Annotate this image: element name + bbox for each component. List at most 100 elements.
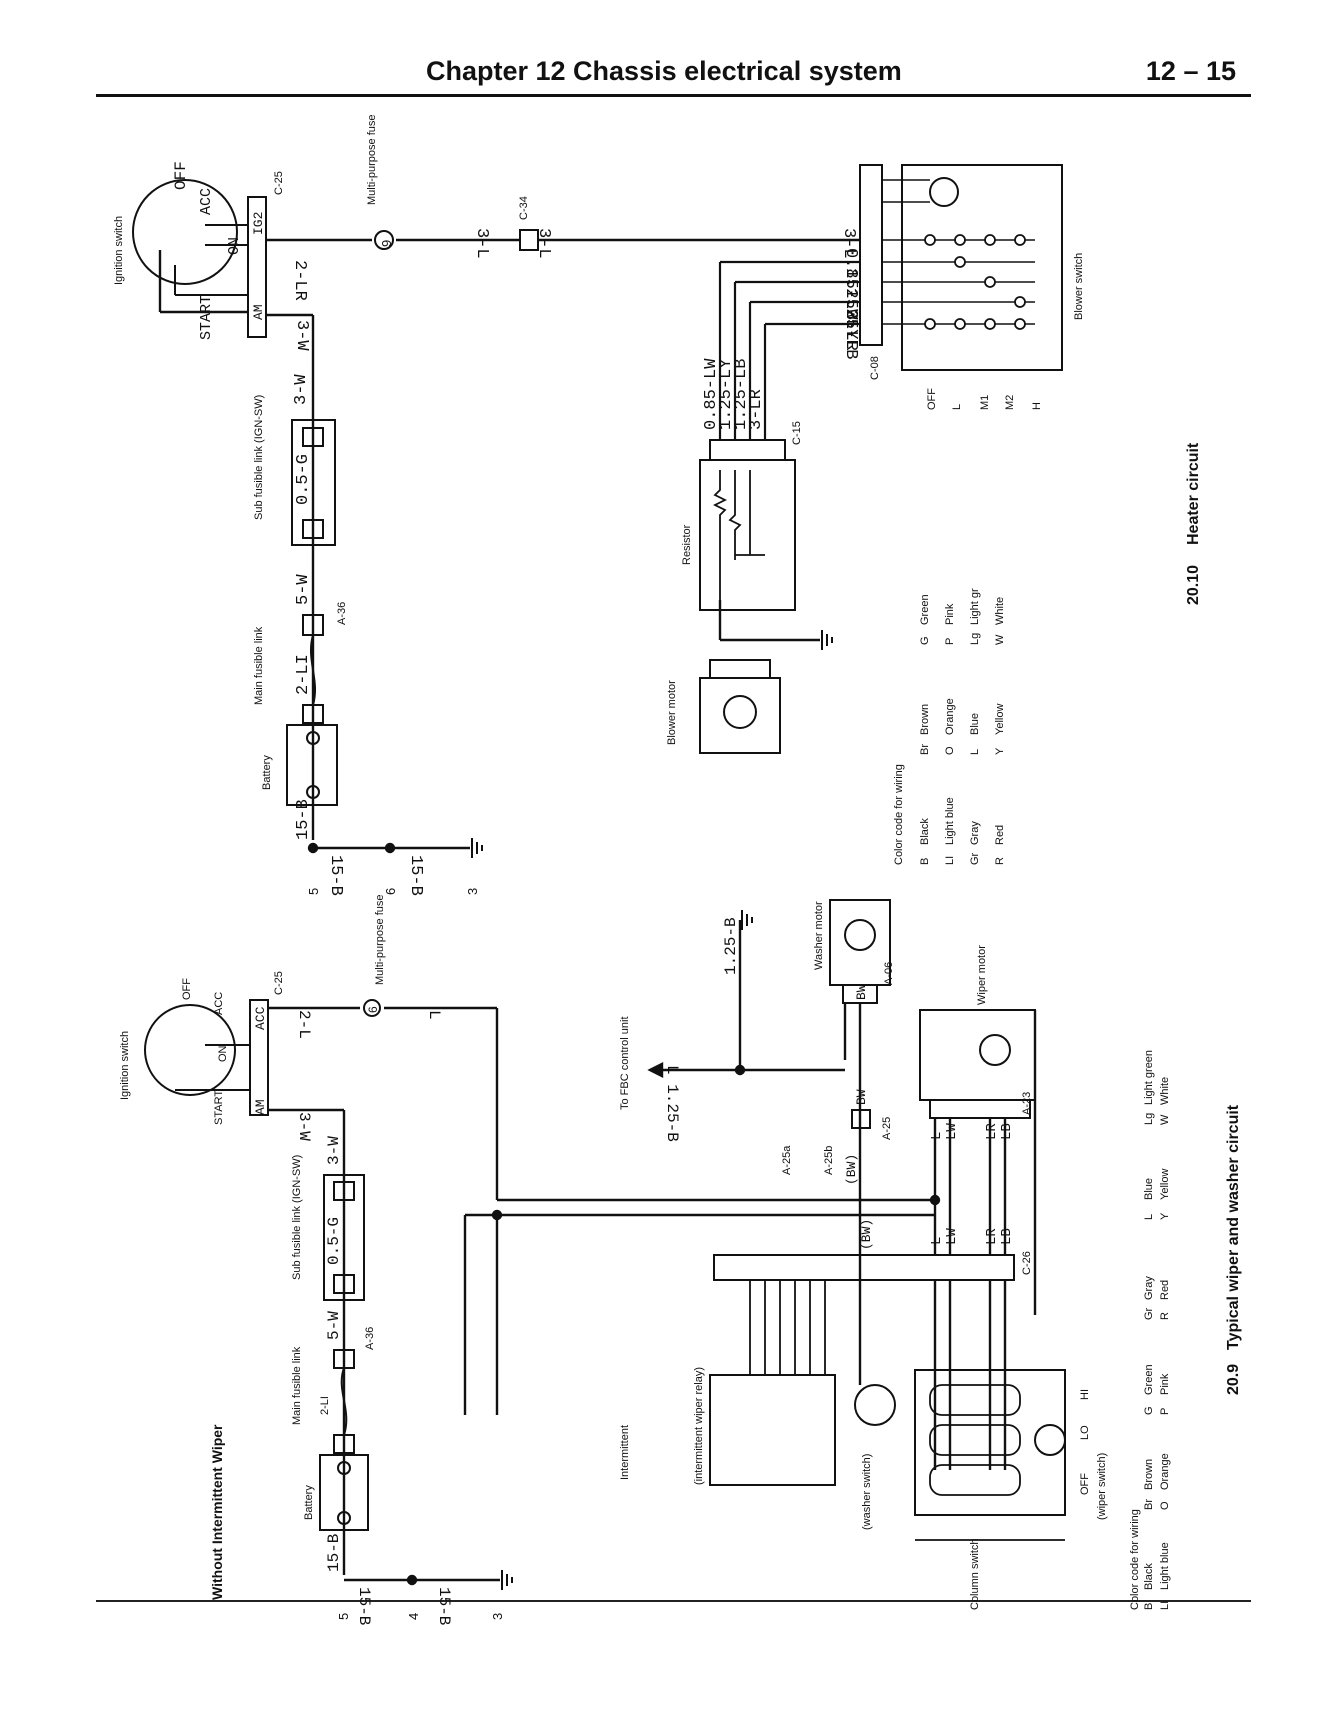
header-rule — [96, 94, 1251, 97]
wire-3l-a: 3-L — [472, 228, 491, 259]
ignition-switch-label: Ignition switch — [113, 216, 125, 285]
a36-label: A-36 — [336, 602, 348, 625]
bw-125lb: 1.25-LB — [841, 288, 860, 359]
bw-mid: BW — [854, 1089, 869, 1105]
bpos-off: OFF — [926, 388, 938, 410]
variant-label: Without Intermittent Wiper — [209, 1424, 225, 1600]
wcc-pink: Pink — [1159, 1373, 1171, 1395]
wcc-l: L — [1143, 1214, 1155, 1220]
hcc-b: B — [919, 858, 931, 865]
connector-c15 — [709, 439, 786, 461]
am-label: AM — [251, 304, 266, 320]
wiper-ignition-label: Ignition switch — [119, 1031, 131, 1100]
wire-3w-a: 3-W — [292, 320, 311, 351]
intermittent-label: Intermittent — [619, 1425, 631, 1480]
page-number: 12 – 15 — [1145, 56, 1236, 86]
washer-motor-icon — [829, 899, 891, 986]
heater-color-code-title: Color code for wiring — [893, 764, 905, 865]
wsw-off: OFF — [1079, 1473, 1091, 1495]
hcc-lightgr: Light gr — [969, 588, 981, 625]
a25-label: A-25 — [881, 1117, 893, 1140]
battery-icon — [286, 724, 338, 806]
wire-lw-b: LW — [944, 1228, 960, 1245]
blower-switch-label: Blower switch — [1073, 253, 1085, 320]
wiper-switch-label: (wiper switch) — [1096, 1453, 1108, 1520]
chapter-title: Chapter 12 Chassis electrical system — [426, 56, 902, 86]
hcc-w: W — [994, 634, 1006, 645]
wiper-wire-3w-a: 3-W — [295, 1112, 313, 1141]
c15-label: C-15 — [791, 421, 803, 445]
wiper-motor-icon — [919, 1009, 1036, 1101]
hcc-y: Y — [994, 747, 1006, 755]
ground-ref-6: 6 — [383, 888, 398, 895]
wcc-w: W — [1159, 1114, 1171, 1125]
page-header: Chapter 12 Chassis electrical system 12 … — [96, 52, 1246, 92]
hcc-orange: Orange — [944, 698, 956, 735]
ignition-switch-icon — [132, 179, 238, 285]
wcc-green: Green — [1143, 1364, 1155, 1395]
washer-motor-label: Washer motor — [813, 901, 825, 970]
blower-switch-icon — [901, 164, 1063, 371]
bw-125ly: 1.25-LY — [841, 268, 860, 339]
fuse-number: 9 — [379, 240, 394, 247]
wcc-orange: Orange — [1159, 1453, 1171, 1490]
wiper-battery: Battery — [303, 1485, 315, 1520]
pos-on: ON — [226, 237, 243, 255]
heater-caption-number: 20.10 — [1185, 565, 1202, 605]
washer-switch-label: (washer switch) — [861, 1454, 873, 1530]
wire-5w: 5-W — [294, 574, 313, 605]
wiper-ignition-switch-icon — [144, 1004, 236, 1096]
wcc-lg: Lg — [1143, 1113, 1155, 1125]
multi-purpose-fuse-icon — [374, 230, 394, 250]
wire-l-a: L — [929, 1132, 945, 1140]
a23-label: A-23 — [1021, 1092, 1033, 1115]
sub-fusible-link-icon — [291, 419, 336, 546]
heater-circuit — [132, 164, 1063, 860]
wiper-wire-3w-b: 3-W — [325, 1136, 343, 1165]
am-terminal: AM — [253, 1099, 268, 1115]
ignition-switch-terminal-block — [247, 196, 267, 338]
resistor-label: Resistor — [681, 524, 693, 565]
rw-085lw: 0.85-LW — [702, 358, 721, 430]
wiper-fuse-icon — [363, 999, 381, 1017]
wcc-li: LI — [1159, 1601, 1171, 1610]
wire-2lr: 2-LR — [290, 260, 309, 301]
hcc-blue: Blue — [969, 713, 981, 735]
wire-lr-a: LR — [984, 1123, 1000, 1140]
a06-label: A-06 — [883, 962, 895, 985]
fbc-label: To FBC control unit — [619, 1016, 631, 1110]
wiper-main-link: Main fusible link — [291, 1346, 303, 1425]
wire-15b-a: 15-B — [294, 799, 313, 840]
heater-labels: Ignition switch OFF ACC ON START C-25 IG… — [113, 115, 1202, 896]
hcc-p: P — [944, 638, 956, 645]
c25-label: C-25 — [273, 171, 285, 195]
wiper-wire-15b-c: 15-B — [435, 1587, 453, 1625]
bpos-h: H — [1031, 402, 1043, 410]
c26-label: C-26 — [1021, 1251, 1033, 1275]
fbc-wire: L 1.25-B — [663, 1065, 681, 1142]
pos-start: START — [198, 295, 215, 340]
intermittent-relay-icon — [709, 1374, 836, 1486]
wcc-lightgreen: Light green — [1143, 1050, 1155, 1105]
wire-05g: 0.5-G — [294, 454, 313, 505]
wcc-yellow: Yellow — [1159, 1169, 1171, 1200]
hcc-white: White — [994, 597, 1006, 625]
wcc-o: O — [1159, 1501, 1171, 1510]
resistor-icon — [699, 459, 796, 611]
wcc-lightblue: Light blue — [1159, 1542, 1171, 1590]
hcc-gr: Gr — [969, 852, 981, 865]
wire-15b-b: 15-B — [326, 855, 345, 896]
wiper-c25: C-25 — [273, 971, 285, 995]
wire-2li: 2-LI — [294, 654, 313, 695]
ground-ref-5: 5 — [306, 888, 321, 895]
wcc-b: B — [1143, 1603, 1155, 1610]
wiper-wire-2li: 2-LI — [319, 1396, 331, 1415]
hcc-pink: Pink — [944, 603, 956, 625]
column-switch-label: Column switch — [969, 1538, 981, 1610]
wire-lb-a: LB — [999, 1123, 1015, 1140]
multi-fuse-label: Multi-purpose fuse — [366, 115, 378, 206]
hcc-yellow: Yellow — [994, 704, 1006, 735]
wcc-g: G — [1143, 1406, 1155, 1415]
pos-acc: ACC — [198, 188, 215, 215]
